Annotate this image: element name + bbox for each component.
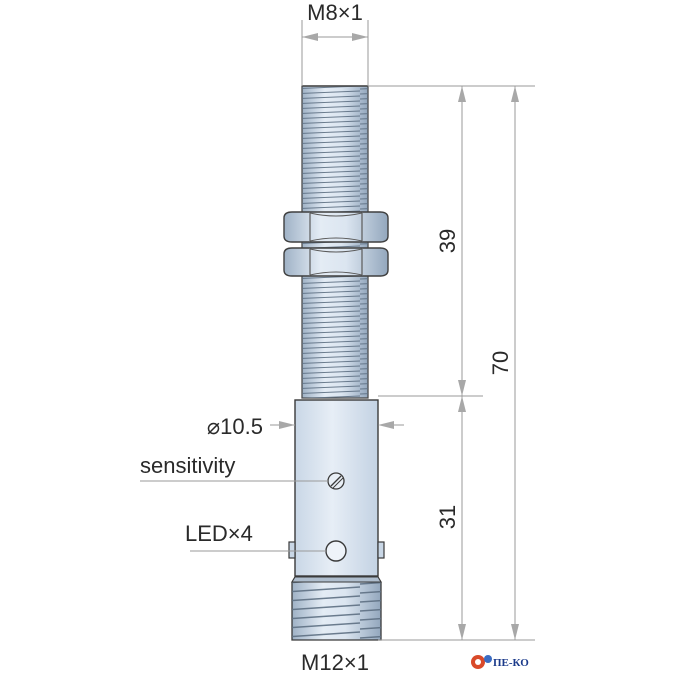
led-indicator [325, 540, 347, 562]
sensitivity-screw [327, 472, 345, 490]
arrowheads [279, 33, 519, 640]
dimension-lines [140, 20, 535, 641]
company-logo: ПЕ-КО [471, 655, 529, 669]
hex-nut-lower [283, 247, 389, 277]
thread-bottom-label: M12×1 [301, 650, 369, 675]
dim-39-label: 39 [435, 229, 460, 253]
led-label: LED×4 [185, 521, 253, 546]
logo-text: ПЕ-КО [493, 657, 529, 669]
m12-connector-thread [291, 576, 382, 641]
gear-icon [471, 655, 492, 669]
diameter-label: ⌀10.5 [207, 414, 263, 439]
sensitivity-label: sensitivity [140, 453, 235, 478]
thread-top-label: M8×1 [307, 0, 363, 25]
dim-31-label: 31 [435, 505, 460, 529]
dim-70-label: 70 [488, 351, 513, 375]
hex-nut-upper [283, 211, 389, 243]
